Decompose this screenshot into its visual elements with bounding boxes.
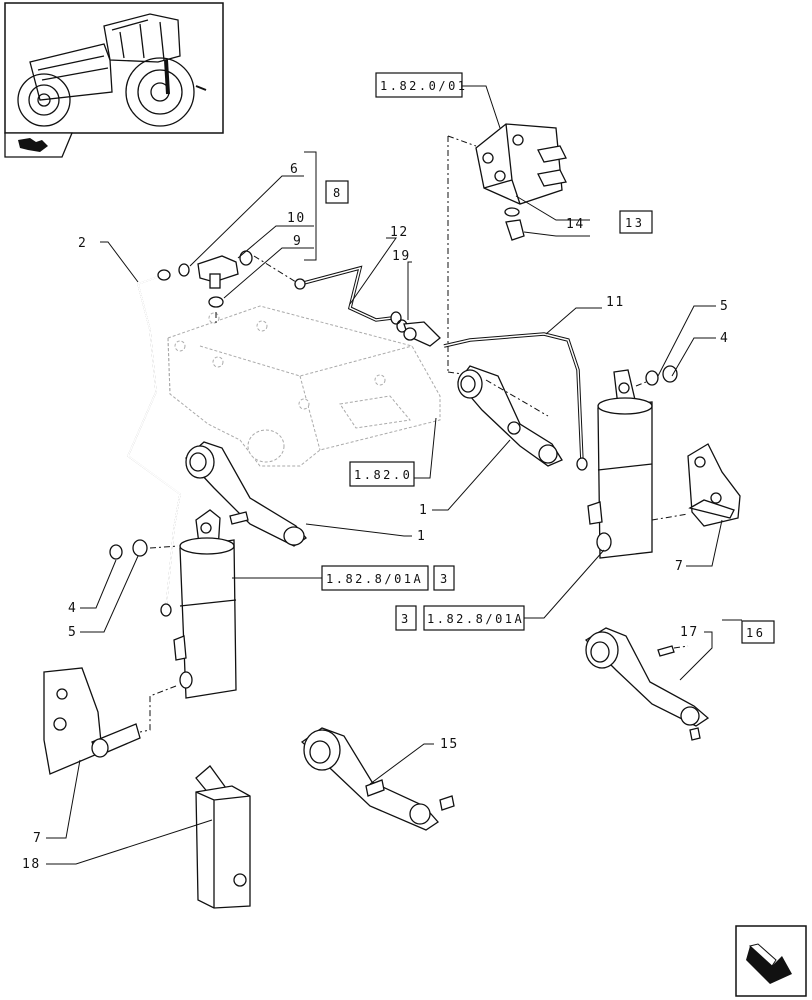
lift-arm-upper <box>457 365 563 467</box>
callout-5-right: 5 <box>720 299 729 314</box>
lift-arm-left <box>185 441 307 547</box>
ref-box-3-left[interactable]: 3 <box>433 565 455 591</box>
callout-1-lower: 1 <box>417 529 426 544</box>
tractor-thumbnail-icon[interactable] <box>4 2 224 134</box>
leader-lines <box>46 85 742 865</box>
ref-box-1-82-8-01A-right[interactable]: 1.82.8/01A <box>423 605 525 631</box>
bracket-left <box>43 667 141 775</box>
ref-1-82-0-01-text: 1.82.0/01 <box>380 79 468 93</box>
ref-box-1-82-8-01A-left[interactable]: 1.82.8/01A <box>321 565 429 591</box>
valve-block-part <box>475 123 567 241</box>
callout-5-left: 5 <box>68 625 77 640</box>
callout-1-upper: 1 <box>419 503 428 518</box>
bracket-18 <box>195 765 251 909</box>
callout-14: 14 <box>566 217 585 232</box>
section-book-arrow-icon[interactable] <box>4 132 73 158</box>
ref-box-8[interactable]: 8 <box>325 180 349 204</box>
ref-box-1-82-0-01[interactable]: 1.82.0/01 <box>375 72 468 98</box>
callout-11: 11 <box>606 295 625 310</box>
ref-3-left-text: 3 <box>440 572 450 586</box>
ref-1-82-0-text: 1.82.0 <box>354 468 412 482</box>
ref-box-1-82-0[interactable]: 1.82.0 <box>349 461 415 487</box>
lift-cylinder-right <box>587 369 653 559</box>
callout-15: 15 <box>440 737 459 752</box>
lift-arm-17 <box>584 627 710 741</box>
ref-16-text: 16 <box>746 626 765 640</box>
ref-1-82-8-01A-right-text: 1.82.8/01A <box>427 612 524 626</box>
next-page-arrow-icon[interactable] <box>735 925 807 997</box>
callout-17: 17 <box>680 625 699 640</box>
callout-18: 18 <box>22 857 41 872</box>
callout-10: 10 <box>287 211 306 226</box>
lift-cylinder-left <box>173 509 237 699</box>
lift-housing-ghost <box>167 305 441 467</box>
callout-7-left: 7 <box>33 831 42 846</box>
callout-6: 6 <box>290 162 299 177</box>
callout-labels: 2 6 10 9 12 19 11 5 4 1 1 7 4 5 17 15 7 … <box>22 162 729 872</box>
callout-12: 12 <box>390 225 409 240</box>
ref-3-right-text: 3 <box>401 612 411 626</box>
tee-fitting-part <box>197 255 239 289</box>
ref-box-3-right[interactable]: 3 <box>395 605 417 631</box>
ref-box-16[interactable]: 16 <box>741 620 775 644</box>
bracket-right <box>687 443 741 527</box>
callout-4-left: 4 <box>68 601 77 616</box>
lift-arm-15 <box>300 727 455 831</box>
ref-1-82-8-01A-left-text: 1.82.8/01A <box>326 572 423 586</box>
ref-8-text: 8 <box>333 186 343 200</box>
ref-13-text: 13 <box>625 216 644 230</box>
callout-7-right: 7 <box>675 559 684 574</box>
callout-4-right: 4 <box>720 331 729 346</box>
callout-19: 19 <box>392 249 411 264</box>
callout-9: 9 <box>293 234 302 249</box>
ref-box-13[interactable]: 13 <box>619 210 653 234</box>
callout-2: 2 <box>78 236 87 251</box>
